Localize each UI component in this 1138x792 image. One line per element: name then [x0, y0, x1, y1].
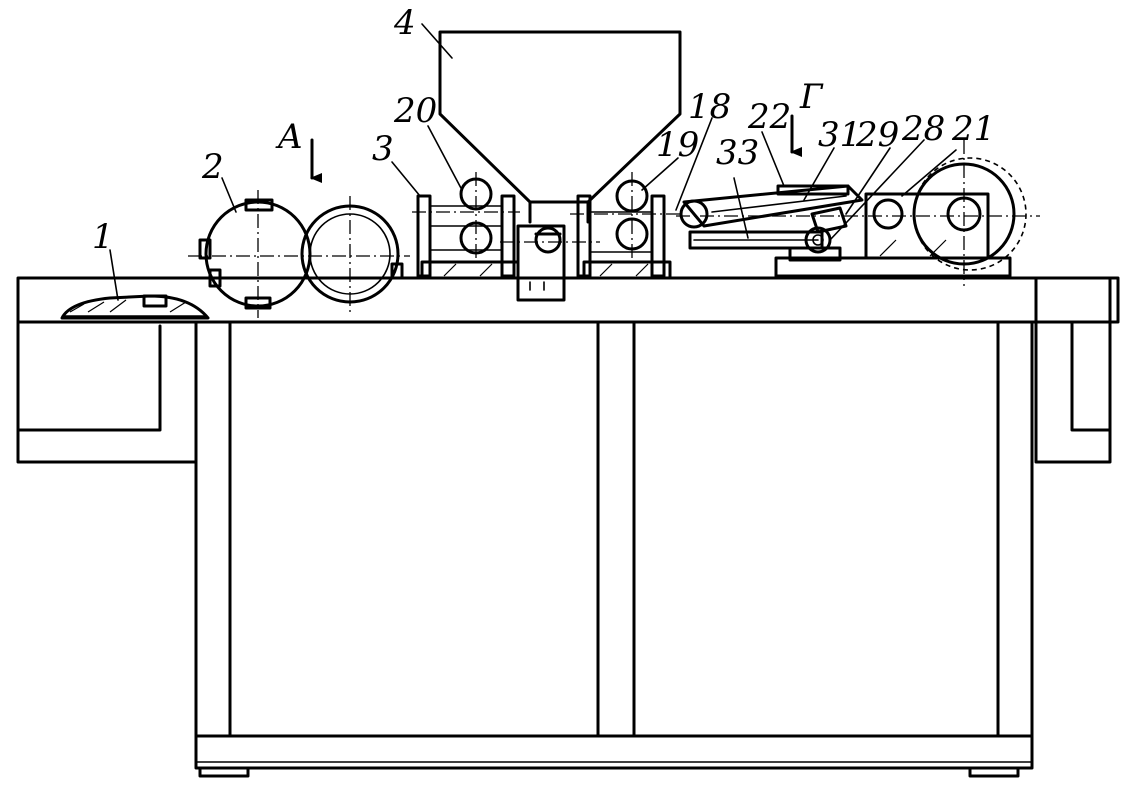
- callout-19: 19: [656, 125, 699, 165]
- callout-1: 1: [92, 217, 114, 257]
- right-roller-stand: [570, 172, 680, 280]
- callout-3: 3: [372, 129, 394, 169]
- product-piece: [60, 294, 210, 320]
- view-label-a: A: [275, 117, 303, 157]
- forming-drums: [188, 190, 410, 318]
- machine-frame: [16, 276, 1120, 778]
- callout-2: 2: [201, 147, 224, 187]
- hopper: [438, 30, 682, 224]
- left-roller-stand: [412, 172, 520, 280]
- view-label-g: Г: [799, 77, 824, 117]
- callout-29: 29: [855, 115, 899, 155]
- leader-lines: [109, 23, 957, 301]
- callout-labels: 1 2 3 4 20 A 19 18 33 22 Г 31 29 28 21: [92, 3, 995, 257]
- callout-18: 18: [688, 87, 731, 127]
- callout-31: 31: [818, 115, 861, 155]
- callout-4: 4: [393, 3, 416, 43]
- callout-21: 21: [951, 109, 995, 149]
- callout-28: 28: [901, 109, 945, 149]
- callout-20: 20: [393, 91, 437, 131]
- drive-motor: [774, 140, 1027, 286]
- callout-22: 22: [747, 97, 791, 137]
- forming-die: [500, 224, 600, 302]
- callout-33: 33: [716, 133, 759, 173]
- transmission: [676, 184, 1040, 254]
